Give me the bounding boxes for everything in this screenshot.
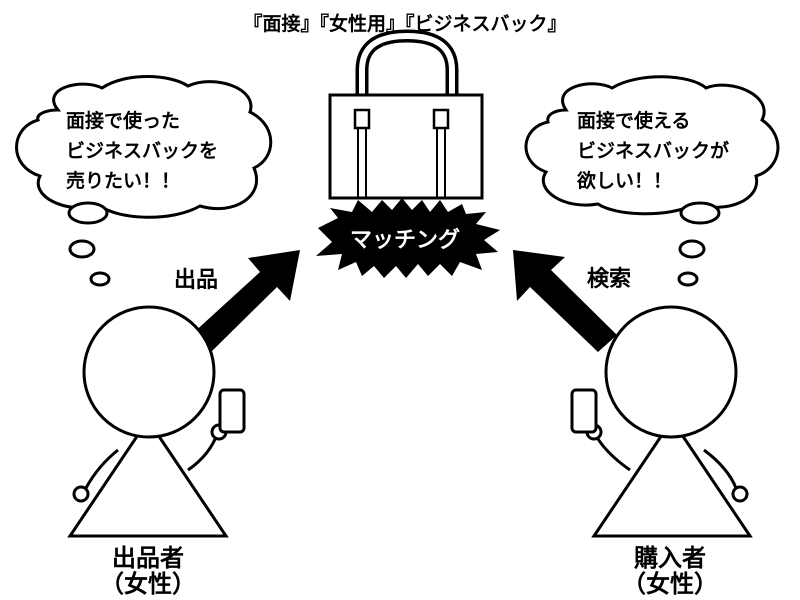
seller-thought-line-3: 売りたい！！	[66, 169, 180, 192]
seller-left-hand	[72, 485, 90, 503]
buyer-right-hand	[731, 485, 749, 503]
seller-thought-line-2: ビジネスバックを	[66, 140, 218, 162]
buyer-cloud-dot-3	[677, 271, 699, 287]
smartphone-icon	[570, 388, 598, 434]
seller-cloud-dot-3	[89, 271, 111, 287]
seller-listing-arrow	[191, 250, 300, 351]
smartphone-icon	[218, 388, 246, 434]
burst-shape	[316, 198, 500, 278]
seller-name: 出品者	[112, 544, 184, 572]
buyer-cloud	[524, 75, 780, 216]
buyer-note: （女性）	[622, 570, 718, 598]
seller-thought-line-1: 面接で使った	[66, 110, 180, 132]
seller-figure	[67, 305, 246, 538]
business-bag-icon	[328, 29, 484, 200]
buyer-body	[591, 417, 753, 538]
buyer-action-label: 検索	[587, 267, 631, 292]
buyer-thought-line-1: 面接で使える	[577, 110, 690, 132]
buyer-figure	[570, 305, 753, 538]
buyer-name: 購入者	[634, 544, 706, 572]
matching-burst: マッチング	[316, 198, 500, 278]
seller-head	[82, 305, 216, 439]
matching-label: マッチング	[350, 227, 460, 253]
seller-cloud-dot-2	[68, 239, 96, 259]
buyer-right-arm	[703, 448, 738, 489]
buyer-thought-line-2: ビジネスバックが	[577, 139, 729, 162]
buyer-thought-bubble: 面接で使える ビジネスバックが 欲しい！！	[524, 75, 780, 287]
seller-thought-bubble: 面接で使った ビジネスバックを 売りたい！！	[15, 75, 273, 287]
seller-cloud-dot-1	[67, 201, 109, 225]
seller-left-arm	[84, 448, 119, 489]
seller-note: （女性）	[100, 570, 196, 598]
seller-action-label: 出品	[174, 268, 218, 293]
seller-cloud	[15, 75, 273, 219]
buyer-search-arrow	[513, 250, 617, 352]
buyer-cloud-dot-1	[679, 201, 721, 225]
buyer-head	[604, 305, 738, 439]
buyer-cloud-dot-2	[678, 239, 706, 259]
seller-body	[67, 417, 229, 538]
buyer-thought-line-3: 欲しい！！	[576, 169, 672, 192]
diagram-title: 『面接』『女性用』『ビジネスバック』	[243, 12, 566, 35]
